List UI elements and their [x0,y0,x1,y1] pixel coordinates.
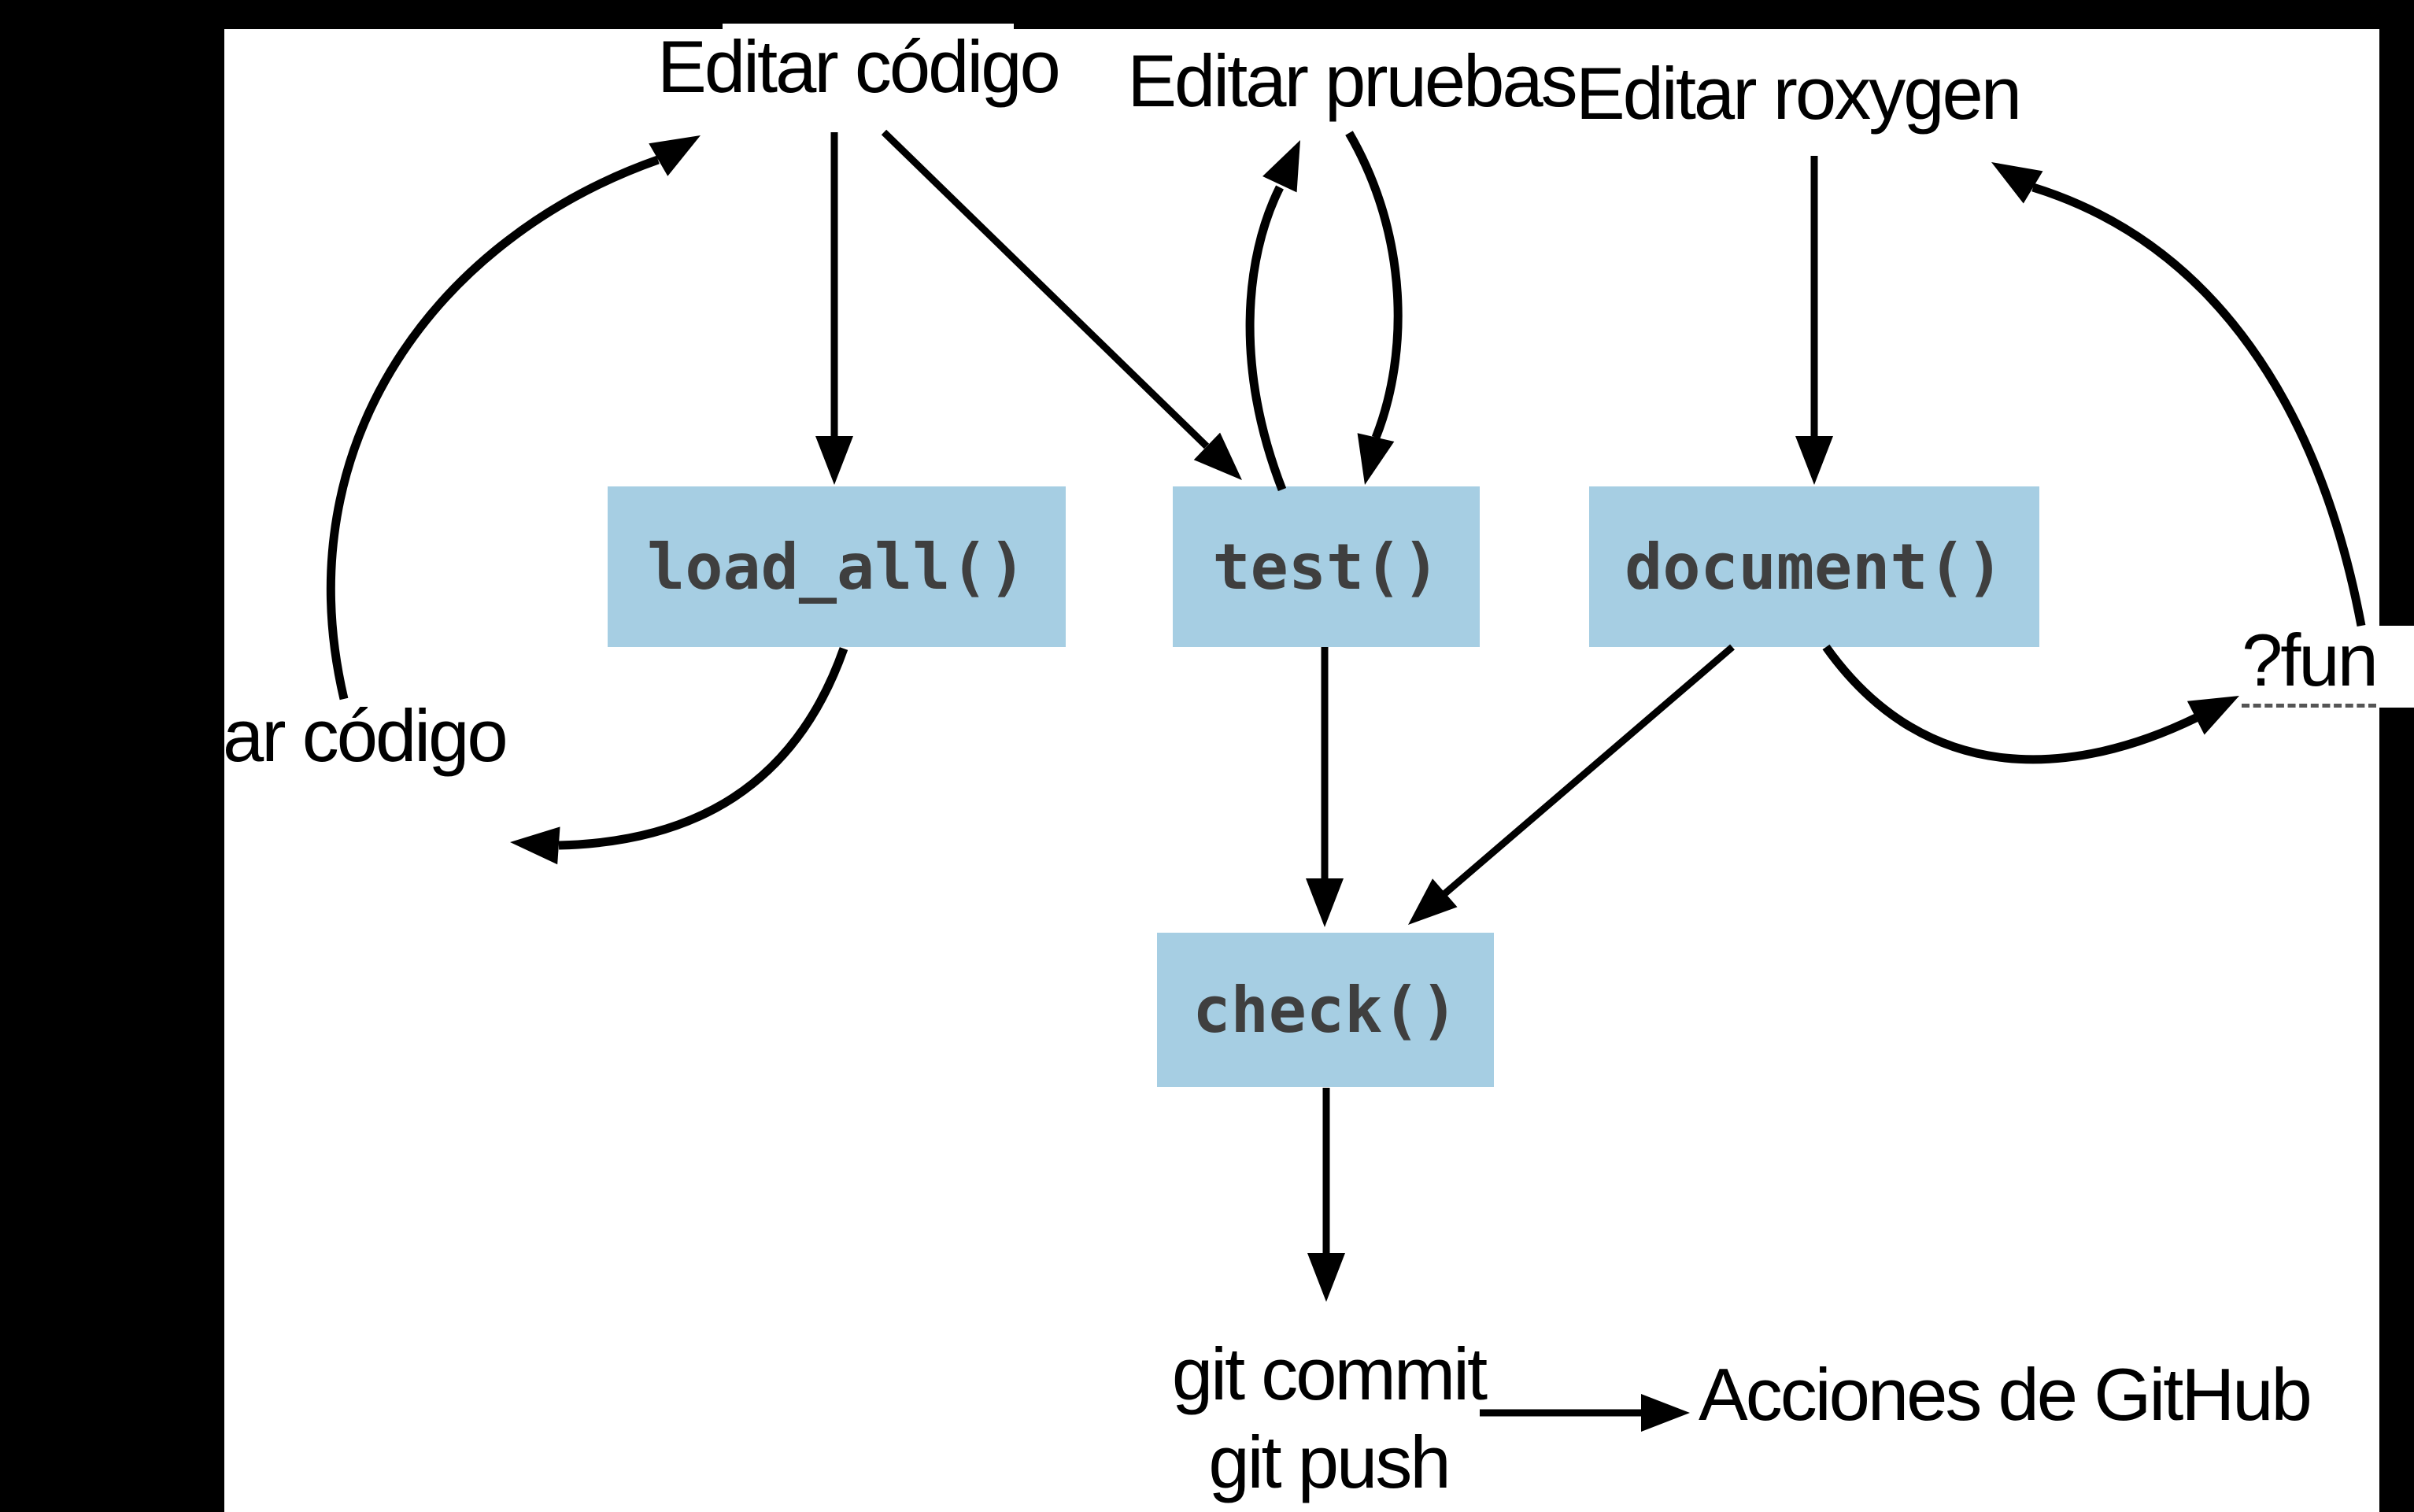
arrow-fun-to-roxygen [1991,162,2366,627]
node-document: document() [1589,486,2039,647]
arrow-loadall-to-recargar [510,647,848,865]
node-load-all-label: load_all() [647,530,1026,604]
arrow-document-to-check [1408,644,1735,925]
arrow-test-to-pruebas [1245,140,1300,491]
fun-white-box-notch [2377,626,2414,708]
node-check-label: check() [1192,973,1458,1047]
arrow-pruebas-to-test [1345,131,1403,485]
label-git-commands: git commit git push [1171,1330,1488,1506]
arrow-check-to-git [1307,1088,1345,1302]
node-test: test() [1173,486,1480,647]
git-push-line: git push [1208,1421,1451,1503]
node-load-all: load_all() [608,486,1066,647]
arrow-codigo-to-loadall [815,132,853,485]
label-help-fun: ?fun [2242,623,2379,708]
git-commit-line: git commit [1171,1333,1488,1415]
arrow-codigo-to-test [881,129,1242,480]
label-editar-roxygen: Editar roxygen [1575,52,2022,135]
label-acciones-github: Acciones de GitHub [1699,1353,2312,1436]
label-editar-pruebas: Editar pruebas [1127,39,1577,122]
arrow-recargar-to-codigo [327,135,701,701]
label-recargar-codigo-clipped: ar código [223,694,508,777]
arrow-roxygen-to-document [1795,156,1833,485]
arrow-document-to-fun [1822,644,2239,764]
arrow-test-to-check [1306,647,1344,927]
help-fun-link-text: ?fun [2242,623,2379,708]
frame-top-bar [0,0,2414,29]
node-test-label: test() [1212,530,1440,604]
frame-top-white-notch [723,24,1014,30]
node-document-label: document() [1625,530,2004,604]
arrow-git-to-acciones [1480,1394,1690,1432]
frame-right-bar [2379,0,2414,1512]
label-editar-codigo: Editar código [657,25,1061,108]
node-check: check() [1157,933,1494,1087]
frame-left-bar [0,0,224,1512]
